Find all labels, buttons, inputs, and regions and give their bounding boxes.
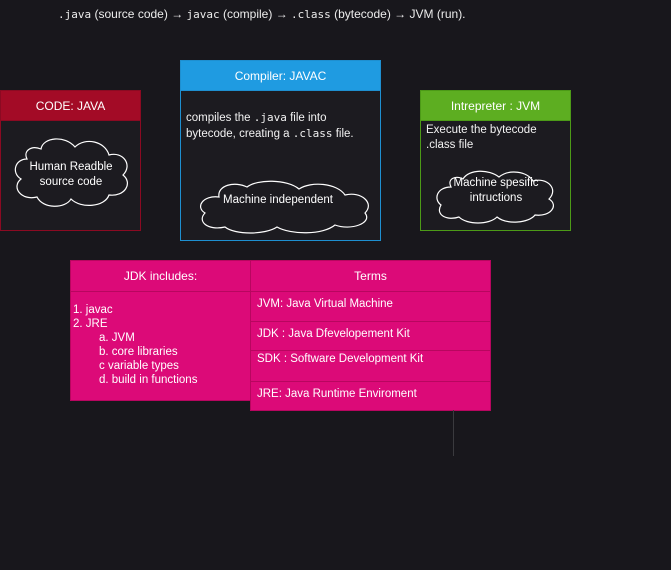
code-java-title: CODE: JAVA — [1, 91, 140, 121]
term-row: JRE: Java Runtime Enviroment — [257, 388, 417, 400]
ext-class: .class — [292, 127, 333, 140]
desc-part: bytecode, creating a — [186, 128, 293, 140]
term-row: JDK : Java Dfevelopement Kit — [257, 328, 410, 340]
divider — [71, 291, 250, 292]
jdk-subitem: b. core libraries — [99, 346, 178, 358]
divider — [251, 350, 490, 351]
connector-line — [453, 410, 454, 456]
source-code-label: (source code) — [94, 7, 168, 21]
desc-part: file into — [286, 112, 327, 124]
jvm-run-label: JVM (run). — [409, 7, 466, 21]
desc-line: Execute the bytecode — [426, 124, 537, 136]
interpreter-cloud-text: Machine spesific intructions — [429, 176, 563, 206]
interpreter-jvm-card[interactable]: Intrepreter : JVM Execute the bytecode .… — [420, 90, 571, 231]
divider — [251, 321, 490, 322]
term-row: SDK : Software Development Kit — [257, 353, 424, 365]
arrow-icon: → — [171, 7, 184, 21]
cloud-line: source code — [39, 176, 103, 188]
code-java-card[interactable]: CODE: JAVA Human Readble source code — [0, 90, 141, 231]
ext-class: .class — [291, 8, 331, 21]
javac-label: javac — [186, 8, 220, 21]
cloud-line: intructions — [469, 192, 523, 204]
compile-label: (compile) — [223, 7, 273, 21]
jdk-subitem: a. JVM — [99, 332, 135, 344]
interpreter-description: Execute the bytecode .class file — [426, 123, 566, 153]
cloud-shape — [14, 138, 128, 207]
term-row: JVM: Java Virtual Machine — [257, 298, 393, 310]
cloud-line: Machine spesific — [453, 177, 539, 189]
pipeline-caption: .java (source code) → javac (compile) → … — [58, 7, 466, 21]
ext-java: .java — [253, 111, 287, 124]
compiler-title: Compiler: JAVAC — [181, 61, 380, 91]
desc-part: compiles the — [186, 112, 254, 124]
terms-table[interactable]: Terms JVM: Java Virtual Machine JDK : Ja… — [250, 260, 491, 411]
divider — [251, 291, 490, 292]
cloud-shape — [436, 170, 554, 224]
cloud-shape — [200, 180, 369, 234]
compiler-javac-card[interactable]: Compiler: JAVAC compiles the .java file … — [180, 60, 381, 241]
desc-part: file. — [332, 128, 354, 140]
bytecode-label: (bytecode) — [334, 7, 391, 21]
jdk-subitem: c variable types — [99, 360, 179, 372]
jdk-includes-table[interactable]: JDK includes: 1. javac 2. JRE a. JVM b. … — [70, 260, 251, 401]
interpreter-title: Intrepreter : JVM — [421, 91, 570, 121]
terms-header: Terms — [354, 269, 387, 283]
cloud-line: Human Readble — [29, 161, 113, 173]
jdk-includes-header: JDK includes: — [123, 269, 198, 283]
code-java-cloud-text: Human Readble source code — [7, 160, 135, 190]
ext-java: .java — [58, 8, 92, 21]
jdk-item: 2. JRE — [73, 318, 108, 330]
jdk-subitem: d. build in functions — [99, 374, 198, 386]
arrow-icon: → — [275, 7, 288, 21]
divider — [251, 381, 490, 382]
compiler-description: compiles the .java file into bytecode, c… — [186, 110, 378, 142]
compiler-cloud-text: Machine independent — [223, 194, 333, 206]
desc-line: .class file — [426, 139, 474, 151]
arrow-icon: → — [394, 7, 407, 21]
jdk-item: 1. javac — [73, 304, 113, 316]
